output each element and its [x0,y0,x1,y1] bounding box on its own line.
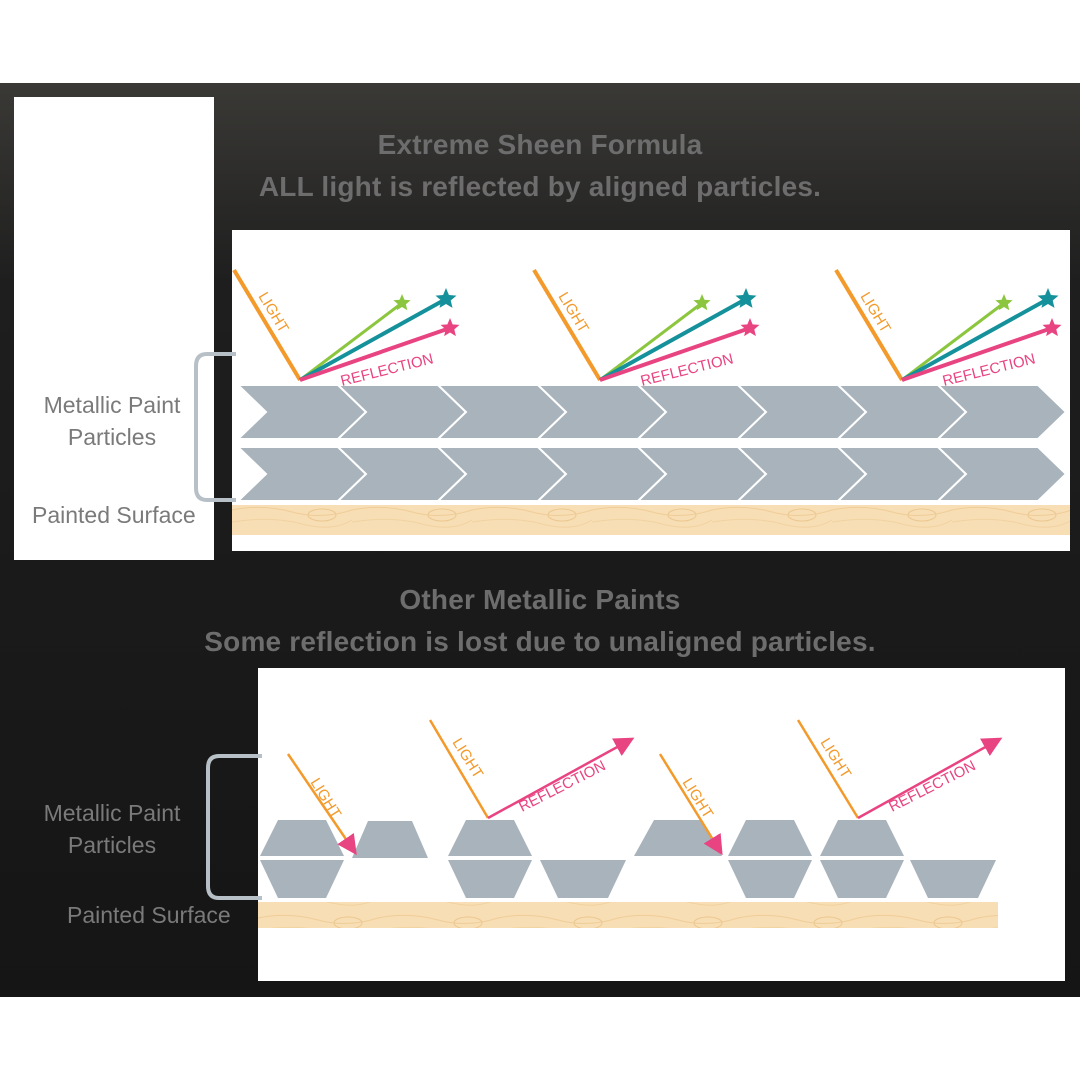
unaligned-particle [540,860,626,898]
reflection-label: REFLECTION [516,757,608,815]
light-ray [232,268,302,382]
reflection-ray-green [299,301,403,382]
top-title: Extreme Sheen Formula [377,129,703,160]
unaligned-particle [352,821,428,858]
reflection-ray-pink [599,326,751,382]
reflection-ray [487,737,635,820]
unaligned-particle [728,860,812,898]
unaligned-particle [448,860,532,898]
light-ray-label: LIGHT [307,775,345,821]
reflection-ray-green [599,301,703,382]
reflection-star-pink [740,318,760,337]
reflection-ray-teal [299,297,447,382]
bottom-subtitle: Some reflection is lost due to unaligned… [204,626,876,657]
reflection-star-teal [435,288,457,308]
unaligned-particle [260,860,344,898]
top-particles-label-line2: Particles [67,424,157,450]
unaligned-particle [820,860,904,898]
unaligned-particle [820,820,904,856]
reflection-star-green [995,294,1013,311]
reflection-label: REFLECTION [886,757,978,815]
reflection-star-teal [1037,288,1059,308]
bottom-particles-label-line2: Particles [67,832,157,858]
bottom-painted-surface [258,902,998,928]
reflection-star-green [693,294,711,311]
unaligned-particle [260,820,344,856]
reflection-ray-pink [901,326,1053,382]
unaligned-particle [910,860,996,898]
unaligned-particle [728,820,812,856]
reflection-star-pink [440,318,460,337]
reflection-label: REFLECTION [639,350,735,389]
label-card [14,97,214,560]
bottom-surface-label: Painted Surface [67,902,231,928]
top-particles-label-line1: Metallic Paint [43,392,181,418]
light-ray [428,719,490,819]
aligned-particle [935,384,1068,440]
unaligned-particle [448,820,532,856]
top-surface-label: Painted Surface [32,502,196,528]
reflection-ray-pink [299,326,451,382]
top-painted-surface [232,505,1070,535]
reflection-ray [857,737,1003,820]
reflection-star-teal [735,288,757,308]
reflection-label: REFLECTION [339,350,435,389]
top-subtitle: ALL light is reflected by aligned partic… [258,171,822,202]
lost-light-ray [286,753,357,856]
light-ray [796,719,860,819]
reflection-ray-teal [901,297,1049,382]
bottom-particles-label-line1: Metallic Paint [43,800,181,826]
unaligned-particle [634,820,722,856]
reflection-label: REFLECTION [941,350,1037,389]
reflection-star-green [393,294,411,311]
reflection-ray-teal [599,297,747,382]
aligned-particle [935,446,1068,502]
reflection-ray-green [901,301,1005,382]
lost-light-ray [658,753,723,856]
light-ray [532,268,602,382]
aligned-diagram-svg: LIGHTREFLECTIONLIGHTREFLECTIONLIGHTREFLE… [232,268,1070,535]
bottom-title: Other Metallic Paints [399,584,681,615]
reflection-star-pink [1042,318,1062,337]
light-ray-label: LIGHT [449,735,487,781]
light-ray [834,268,904,382]
